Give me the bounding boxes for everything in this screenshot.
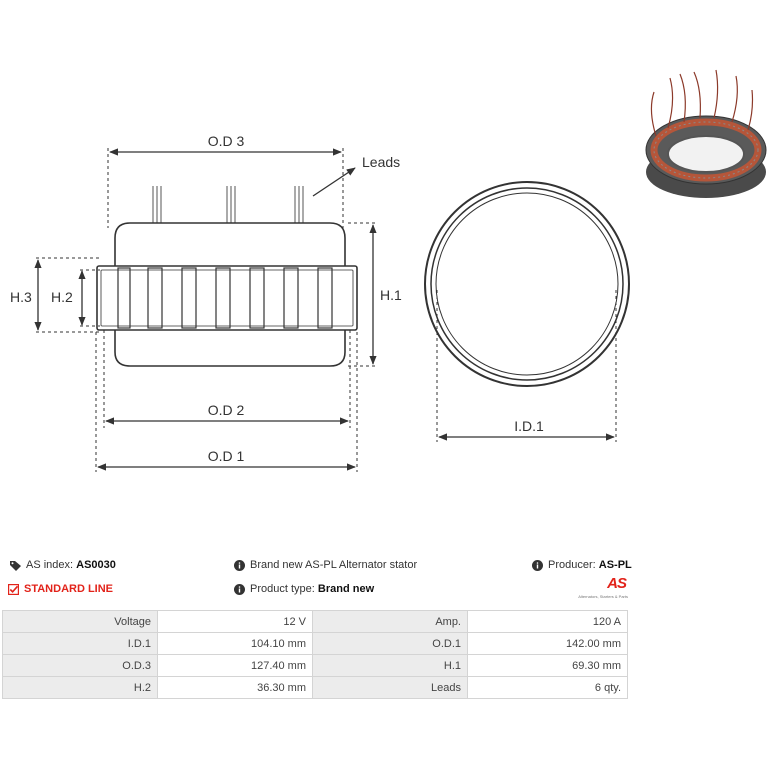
spec-label: H.1	[312, 654, 468, 677]
dimension-lines-side	[34, 148, 378, 472]
label-od1: O.D 1	[208, 448, 245, 464]
info-icon	[234, 583, 245, 595]
standard-line-text: STANDARD LINE	[24, 583, 114, 595]
stator-photo	[645, 69, 767, 198]
info-icon	[532, 559, 543, 571]
lead-wires	[152, 186, 304, 223]
product-type-label: Product type:	[250, 583, 315, 595]
spec-table: Voltage 12 V Amp. 120 A I.D.1 104.10 mm …	[2, 610, 628, 699]
spec-value: 142.00 mm	[467, 632, 628, 655]
spec-value: 104.10 mm	[157, 632, 313, 655]
spec-value: 12 V	[157, 610, 313, 633]
producer-value: AS-PL	[598, 559, 632, 571]
spec-label: H.2	[2, 676, 158, 699]
info-icon	[234, 559, 245, 571]
logo-tagline: Alternators, Starters & Parts	[578, 594, 628, 599]
table-row: H.2 36.30 mm Leads 6 qty.	[2, 676, 628, 699]
spec-value: 6 qty.	[467, 676, 628, 699]
product-type: Product type: Brand new	[234, 583, 374, 595]
standard-line: STANDARD LINE	[8, 583, 113, 595]
stator-technical-drawing: O.D 3 Leads H.3 H.2 H.1 O.D 2 O.D 1 I.D.…	[10, 69, 767, 472]
producer-label: Producer:	[548, 559, 596, 571]
stator-side-view	[96, 186, 358, 367]
spec-value: 127.40 mm	[157, 654, 313, 677]
table-row: Voltage 12 V Amp. 120 A	[2, 610, 628, 633]
spec-label: I.D.1	[2, 632, 158, 655]
table-row: O.D.3 127.40 mm H.1 69.30 mm	[2, 654, 628, 677]
description-text: Brand new AS-PL Alternator stator	[250, 559, 418, 571]
label-h1: H.1	[380, 287, 402, 303]
stator-top-view	[424, 181, 630, 442]
checkbox-icon	[8, 583, 19, 595]
label-od2: O.D 2	[208, 402, 245, 418]
spec-label: Leads	[312, 676, 468, 699]
as-index-label: AS index:	[26, 559, 74, 571]
spec-label: Voltage	[2, 610, 158, 633]
spec-label: O.D.1	[312, 632, 468, 655]
description: Brand new AS-PL Alternator stator	[234, 559, 417, 571]
label-id1: I.D.1	[514, 418, 544, 434]
spec-value: 120 A	[467, 610, 628, 633]
table-row: I.D.1 104.10 mm O.D.1 142.00 mm	[2, 632, 628, 655]
label-h3: H.3	[10, 289, 32, 305]
spec-value: 69.30 mm	[467, 654, 628, 677]
logo-mark: AS	[607, 575, 627, 592]
producer: Producer: AS-PL	[532, 559, 632, 571]
product-type-value: Brand new	[317, 583, 375, 595]
label-leads: Leads	[362, 154, 400, 170]
as-index-value: AS0030	[76, 559, 116, 571]
spec-label: Amp.	[312, 610, 468, 633]
tag-icon	[10, 560, 21, 571]
label-h2: H.2	[51, 289, 73, 305]
label-od3: O.D 3	[208, 133, 245, 149]
spec-value: 36.30 mm	[157, 676, 313, 699]
as-pl-logo: AS Alternators, Starters & Parts	[560, 575, 628, 605]
as-index: AS index: AS0030	[10, 559, 116, 571]
spec-label: O.D.3	[2, 654, 158, 677]
